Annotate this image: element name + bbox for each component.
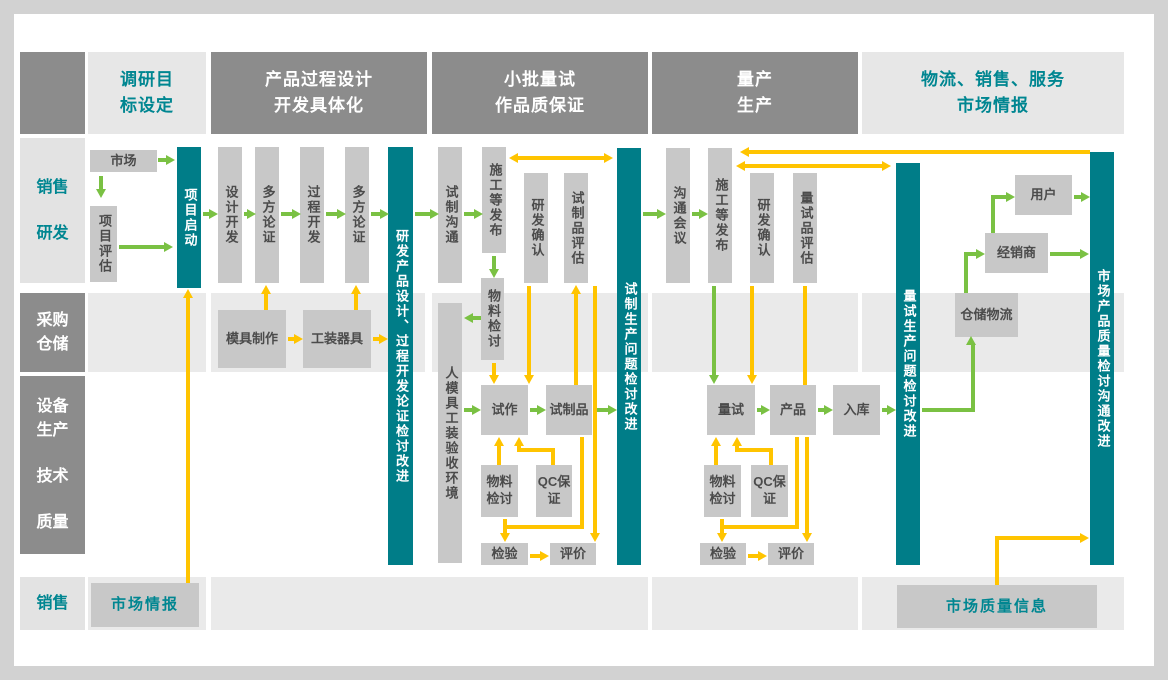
node-trial-make: 试作 (481, 385, 528, 435)
node-rd-confirm-1: 研发确认 (524, 173, 548, 283)
node-warehousing: 入库 (833, 385, 880, 435)
lane-label-sales-rd: 销售 研发 (20, 138, 85, 283)
node-trial-product: 试制品 (546, 385, 592, 435)
node-dealer: 经销商 (985, 233, 1048, 273)
node-material-review-mid: 物料检讨 (481, 278, 504, 360)
phase-header-pilot: 小批量试 作品质保证 (432, 52, 648, 134)
node-user: 用户 (1015, 175, 1072, 215)
lane-label-equipment: 设备 生产 技术 质量 (20, 376, 85, 554)
node-warehouse-logistics: 仓储物流 (955, 293, 1018, 337)
node-review-2: 多方论证 (345, 147, 369, 283)
node-construction-release-2: 施工等发布 (708, 148, 732, 283)
node-evaluation-2: 评价 (768, 543, 814, 565)
node-qc-2: QC保证 (751, 465, 788, 517)
node-market-quality-column: 市场产品质量检讨沟通改进 (1090, 152, 1114, 565)
header-corner-block (20, 52, 85, 134)
node-product: 产品 (770, 385, 816, 435)
node-mass-trial-eval: 量试品评估 (793, 173, 817, 283)
node-comm-meeting: 沟通会议 (666, 148, 690, 283)
node-process-dev: 过程开发 (300, 147, 324, 283)
node-tooling: 工装器具 (303, 310, 371, 368)
node-rd-confirm-2: 研发确认 (750, 173, 774, 283)
node-project-eval: 项目评估 (90, 206, 117, 282)
node-market-intel: 市场情报 (91, 583, 199, 627)
node-rd-design-column: 研发产品设计、过程开发论证检讨改进 (388, 147, 413, 565)
node-inspection-2: 检验 (700, 543, 746, 565)
node-project-launch: 项目启动 (177, 147, 201, 288)
phase-header-research: 调研目 标设定 (88, 52, 206, 134)
node-material-review-1: 物料检讨 (481, 465, 518, 517)
phase-header-logistics: 物流、销售、服务 市场情报 (862, 52, 1124, 134)
node-construction-release-1: 施工等发布 (482, 147, 506, 253)
phase-header-mass-production: 量产 生产 (652, 52, 858, 134)
node-market-quality-info: 市场质量信息 (897, 585, 1097, 628)
node-design-dev: 设计开发 (218, 147, 242, 283)
node-review-1: 多方论证 (255, 147, 279, 283)
node-mass-trial: 量试 (707, 385, 755, 435)
phase-header-design: 产品过程设计 开发具体化 (211, 52, 427, 134)
node-market: 市场 (90, 150, 157, 172)
node-inspection-1: 检验 (481, 543, 528, 565)
node-mold-making: 模具制作 (218, 310, 286, 368)
node-acceptance-env: 人模具工装验收环境 (438, 303, 462, 563)
node-trial-product-eval: 试制品评估 (564, 173, 588, 283)
node-material-review-2: 物料检讨 (704, 465, 741, 517)
lane-label-sales-bottom: 销售 (20, 577, 85, 630)
node-trial-issue-column: 试制生产问题检讨改进 (617, 148, 641, 565)
node-evaluation-1: 评价 (550, 543, 596, 565)
node-trial-comm: 试制沟通 (438, 147, 462, 283)
node-qc-1: QC保证 (536, 465, 572, 517)
lane-label-purchasing: 采购 仓储 (20, 293, 85, 372)
node-mass-issue-column: 量试生产问题检讨改进 (896, 163, 920, 565)
